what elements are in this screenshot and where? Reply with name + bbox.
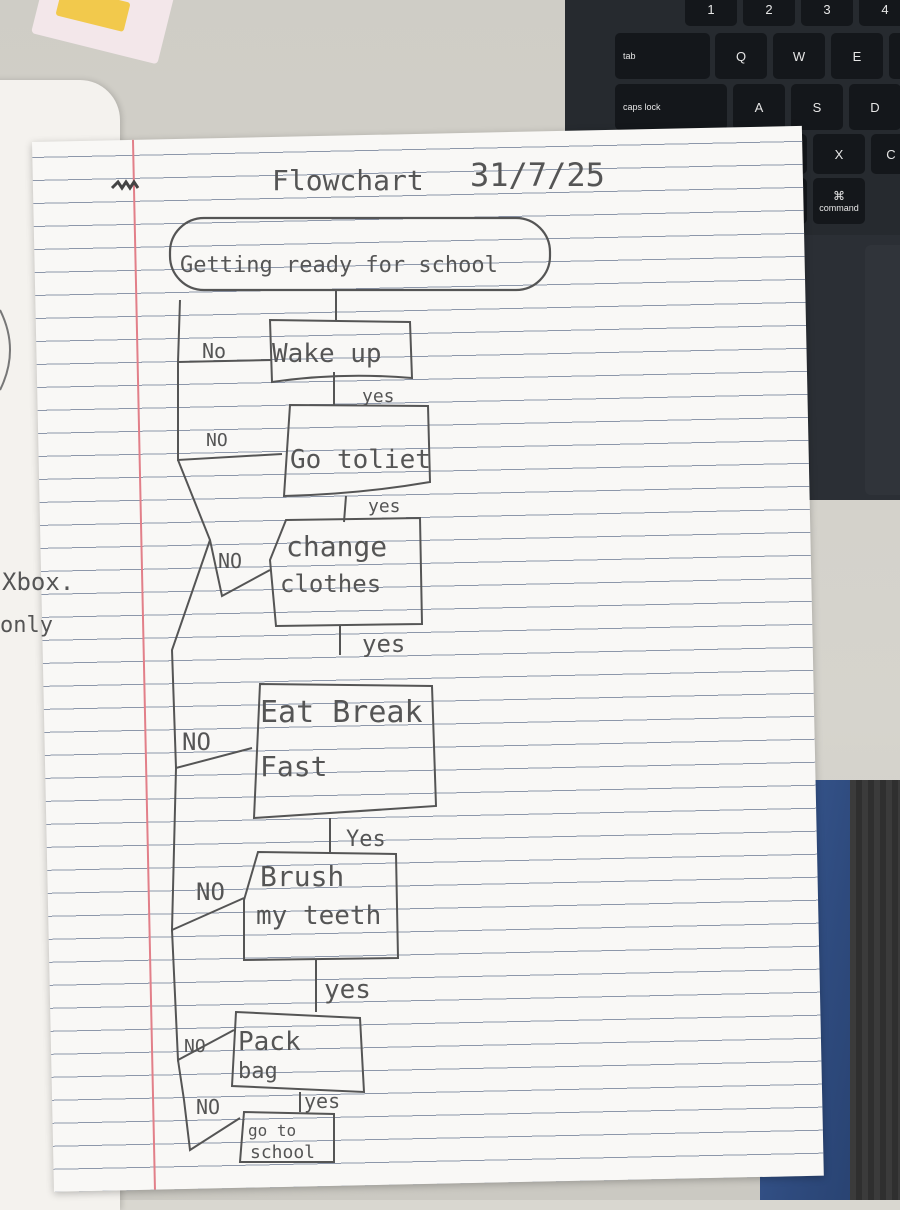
step-5-yes: yes [324, 975, 371, 1005]
left-page-word-2: only [0, 613, 53, 638]
step-box-wake-up [268, 318, 414, 384]
key-e[interactable]: E [831, 33, 883, 79]
start-label: Getting ready for school [180, 253, 498, 278]
no-loop-7 [177, 1059, 241, 1152]
step-6-yes: yes [304, 1089, 340, 1113]
no-loop-2 [177, 362, 283, 462]
no-loop-3 [177, 459, 271, 598]
step-6-label-line-2: bag [238, 1059, 278, 1084]
step-3-yes: yes [362, 630, 405, 658]
key-w[interactable]: W [773, 33, 825, 79]
step-5-label-line-2: my teeth [256, 901, 381, 931]
key-q[interactable]: Q [715, 33, 767, 79]
scribble-mark [110, 179, 140, 191]
key-r[interactable]: R [889, 33, 900, 79]
end-label-line-2: school [250, 1142, 315, 1163]
step-box-go-toilet [282, 403, 432, 498]
step-3-label-line-2: clothes [280, 570, 381, 598]
no-loop-4 [170, 539, 253, 770]
step-6-label-line-1: Pack [238, 1027, 301, 1057]
command-symbol: ⌘ [833, 189, 845, 203]
step-4-label-line-1: Eat Break [260, 695, 423, 730]
key-2[interactable]: 2 [743, 0, 795, 26]
flowchart-title: Flowchart [272, 164, 424, 197]
floor-background [850, 780, 900, 1200]
key-d[interactable]: D [849, 84, 900, 130]
trackpad[interactable] [865, 245, 900, 495]
flowchart-date: 31/7/25 [470, 156, 605, 194]
end-label-line-1: go to [248, 1121, 296, 1140]
key-1[interactable]: 1 [685, 0, 737, 26]
step-1-yes: yes [362, 386, 395, 407]
key-a[interactable]: A [733, 84, 785, 130]
step-2-label: Go toliet [290, 445, 431, 475]
step-3-no: NO [218, 549, 242, 573]
flow-line [343, 495, 347, 523]
end-box-go-to-school [238, 1110, 335, 1163]
step-5-label-line-1: Brush [260, 860, 344, 893]
end-no: NO [196, 1095, 220, 1119]
key-c[interactable]: C [871, 134, 900, 174]
step-box-eat-breakfast [252, 682, 438, 820]
step-3-label-line-1: change [286, 530, 387, 563]
key-4[interactable]: 4 [859, 0, 900, 26]
step-4-yes: Yes [346, 827, 386, 852]
step-1-label: Wake up [272, 339, 382, 369]
left-page-arc [0, 309, 11, 391]
start-terminal [168, 216, 552, 292]
step-4-label-line-2: Fast [260, 750, 327, 783]
key-3[interactable]: 3 [801, 0, 853, 26]
step-2-no: NO [206, 430, 228, 451]
left-page-word-1: Xbox. [2, 568, 74, 596]
step-5-no: NO [196, 878, 225, 906]
key-tab[interactable]: tab [615, 33, 710, 79]
key-command[interactable]: ⌘ command [813, 178, 865, 224]
step-box-change-clothes [268, 516, 424, 628]
step-2-yes: yes [368, 496, 401, 517]
key-x[interactable]: X [813, 134, 865, 174]
step-6-no: NO [184, 1036, 206, 1057]
step-box-brush-teeth [243, 850, 400, 962]
key-caps-lock[interactable]: caps lock [615, 84, 727, 130]
step-1-no: No [202, 339, 226, 363]
step-4-no: NO [182, 728, 211, 756]
command-label: command [819, 203, 859, 213]
key-s[interactable]: S [791, 84, 843, 130]
step-box-pack-bag [230, 1010, 366, 1094]
